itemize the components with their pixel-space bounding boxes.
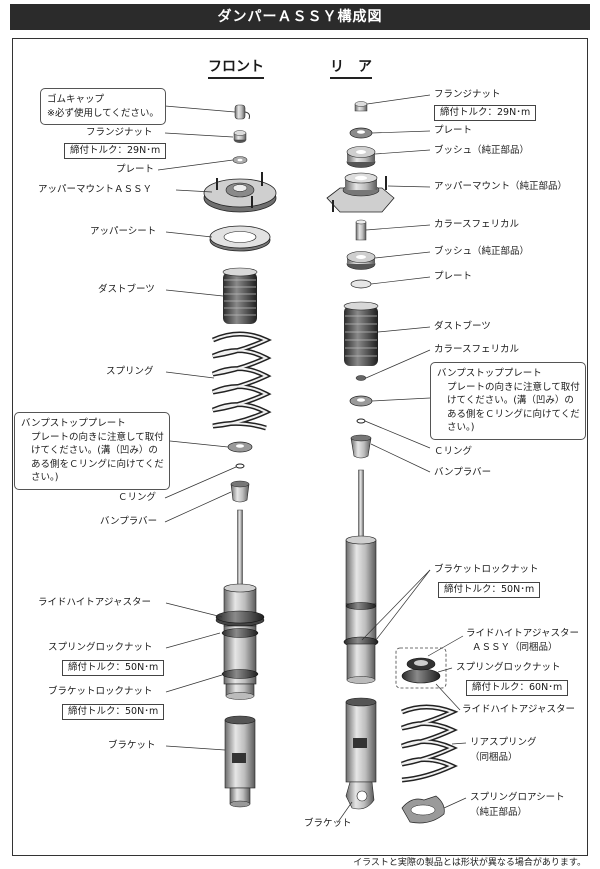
front-bracket-label: ブラケット bbox=[108, 740, 156, 751]
front-spring-highlight bbox=[212, 333, 269, 429]
rear-bumpstop-plate bbox=[349, 395, 373, 407]
rear-bracket-lock-nut-torque: 締付トルク：50N･m bbox=[438, 582, 541, 598]
front-flange-nut-label: フランジナット bbox=[86, 127, 153, 138]
front-shock-body bbox=[215, 509, 265, 700]
rear-collar-spherical-2-label: カラースフェリカル bbox=[434, 344, 520, 355]
rear-collar-spherical bbox=[355, 219, 367, 241]
rear-ride-height-adjuster-label: ライドハイトアジャスター bbox=[462, 704, 575, 715]
front-spring-label: スプリング bbox=[106, 366, 154, 377]
rear-ride-height-adjuster-assy bbox=[395, 647, 447, 689]
rear-ride-height-adjuster-assy-sub: ＡＳＳＹ（同梱品） bbox=[472, 642, 558, 653]
front-rubber-cap-label: ゴムキャップ bbox=[47, 94, 105, 105]
rear-flange-nut-label: フランジナット bbox=[434, 89, 501, 100]
rear-bush-2-label: ブッシュ（純正部品） bbox=[434, 246, 530, 257]
front-upper-mount-label: アッパーマウントＡＳＳＹ bbox=[38, 184, 153, 195]
rear-upper-mount bbox=[326, 172, 395, 213]
rear-shock-body bbox=[343, 469, 379, 684]
front-spring-lock-nut-torque: 締付トルク：50N･m bbox=[62, 660, 165, 676]
front-bracket-lock-nut-label: ブラケットロックナット bbox=[48, 686, 153, 697]
front-spring-lock-nut-label: スプリングロックナット bbox=[48, 642, 153, 653]
rear-bumpstop-text-2: けてください。(溝（凹み）の bbox=[447, 395, 574, 406]
front-bump-rubber bbox=[230, 480, 250, 503]
rear-c-ring-label: Ｃリング bbox=[434, 446, 473, 457]
rear-flange-nut bbox=[354, 101, 368, 112]
rear-plate-2 bbox=[350, 279, 372, 289]
rear-spring-sub: （同梱品） bbox=[470, 752, 518, 763]
diagram-frame bbox=[12, 38, 588, 856]
rear-bracket-lock-nut-label: ブラケットロックナット bbox=[434, 564, 539, 575]
front-rubber-cap-note: ゴムキャップ ※必ず使用してください。 bbox=[40, 88, 166, 125]
disclaimer-footer: イラストと実際の製品とは形状が異なる場合があります。 bbox=[353, 858, 586, 868]
front-plate-label: プレート bbox=[116, 164, 155, 175]
front-plate bbox=[232, 156, 248, 164]
front-upper-seat bbox=[209, 225, 271, 252]
rear-plate-label: プレート bbox=[434, 125, 473, 136]
rear-bumpstop-text-1: プレートの向きに注意して取付 bbox=[447, 381, 580, 393]
front-bracket-lock-nut-torque: 締付トルク：50N･m bbox=[62, 704, 165, 720]
rear-dust-boot-label: ダストブーツ bbox=[434, 321, 491, 332]
front-bumpstop-text-4: さい。) bbox=[31, 472, 59, 483]
front-dust-boot-label: ダストブーツ bbox=[98, 284, 155, 295]
rear-ride-height-adjuster-assy-label: ライドハイトアジャスター bbox=[466, 628, 579, 639]
rear-spring-lower-seat bbox=[401, 795, 445, 824]
rear-dust-boot bbox=[343, 301, 379, 366]
rear-collar-spherical-2 bbox=[355, 375, 367, 381]
rear-plate bbox=[349, 127, 373, 139]
rear-bumpstop-text-4: さい。) bbox=[447, 422, 475, 433]
rear-bumpstop-title: バンプストッププレート bbox=[437, 368, 542, 379]
rear-spring-lock-nut-label: スプリングロックナット bbox=[456, 662, 561, 673]
rear-c-ring bbox=[356, 418, 366, 424]
rear-bump-rubber bbox=[350, 434, 372, 459]
rear-bump-rubber-label: バンプラバー bbox=[434, 467, 492, 478]
front-bumpstop-text-3: ある側をＣリングに向けてくだ bbox=[31, 458, 164, 470]
front-rubber-cap bbox=[234, 104, 250, 120]
rear-upper-mount-label: アッパーマウント（純正部品） bbox=[434, 181, 568, 192]
rear-spring-lower-seat-label: スプリングロアシート bbox=[470, 792, 565, 803]
rear-bush bbox=[346, 146, 376, 168]
front-ride-height-adjuster-label: ライドハイトアジャスター bbox=[38, 597, 151, 608]
front-leader-lines bbox=[157, 105, 237, 751]
front-bumpstop-text-1: プレートの向きに注意して取付 bbox=[31, 431, 164, 443]
front-bumpstop-note: バンプストッププレート プレートの向きに注意して取付 けてください。(溝（凹み）… bbox=[14, 412, 170, 490]
front-c-ring-label: Ｃリング bbox=[118, 492, 157, 503]
rear-bracket bbox=[345, 697, 377, 810]
rear-spring-lower-seat-sub: （純正部品） bbox=[470, 807, 528, 818]
front-heading: フロント bbox=[208, 56, 264, 79]
front-upper-mount bbox=[203, 172, 277, 213]
rear-plate-2-label: プレート bbox=[434, 271, 473, 282]
rear-bumpstop-note: バンプストッププレート プレートの向きに注意して取付 けてください。(溝（凹み）… bbox=[430, 362, 586, 440]
rear-spring-lock-nut-torque: 締付トルク：60N･m bbox=[466, 680, 569, 696]
front-bumpstop-title: バンプストッププレート bbox=[21, 418, 126, 429]
front-bumpstop-text-2: けてください。(溝（凹み）の bbox=[31, 445, 158, 456]
rear-spring-label: リアスプリング bbox=[470, 737, 537, 748]
front-bumpstop-plate bbox=[227, 441, 253, 453]
rear-bumpstop-text-3: ある側をＣリングに向けてくだ bbox=[447, 408, 580, 420]
rear-flange-nut-torque: 締付トルク：29N･m bbox=[434, 105, 537, 121]
front-bracket bbox=[224, 715, 256, 808]
rear-bush-2 bbox=[346, 251, 376, 270]
rear-collar-spherical-label: カラースフェリカル bbox=[434, 219, 520, 230]
rear-bracket-label: ブラケット bbox=[304, 818, 352, 829]
front-upper-seat-label: アッパーシート bbox=[90, 226, 157, 237]
rear-spring-highlight bbox=[401, 706, 455, 781]
front-bump-rubber-label: バンプラバー bbox=[100, 516, 158, 527]
front-rubber-cap-caution: ※必ず使用してください。 bbox=[47, 107, 159, 119]
diagram-title: ダンパーＡＳＳＹ構成図 bbox=[10, 4, 590, 30]
rear-heading: リ ア bbox=[330, 56, 372, 79]
rear-bush-label: ブッシュ（純正部品） bbox=[434, 145, 530, 156]
front-flange-nut bbox=[233, 130, 247, 143]
front-spring bbox=[211, 331, 272, 431]
front-dust-boot bbox=[222, 267, 258, 324]
rear-leader-lines bbox=[337, 94, 467, 823]
front-flange-nut-torque: 締付トルク：29N･m bbox=[64, 143, 167, 159]
front-c-ring bbox=[235, 463, 245, 469]
